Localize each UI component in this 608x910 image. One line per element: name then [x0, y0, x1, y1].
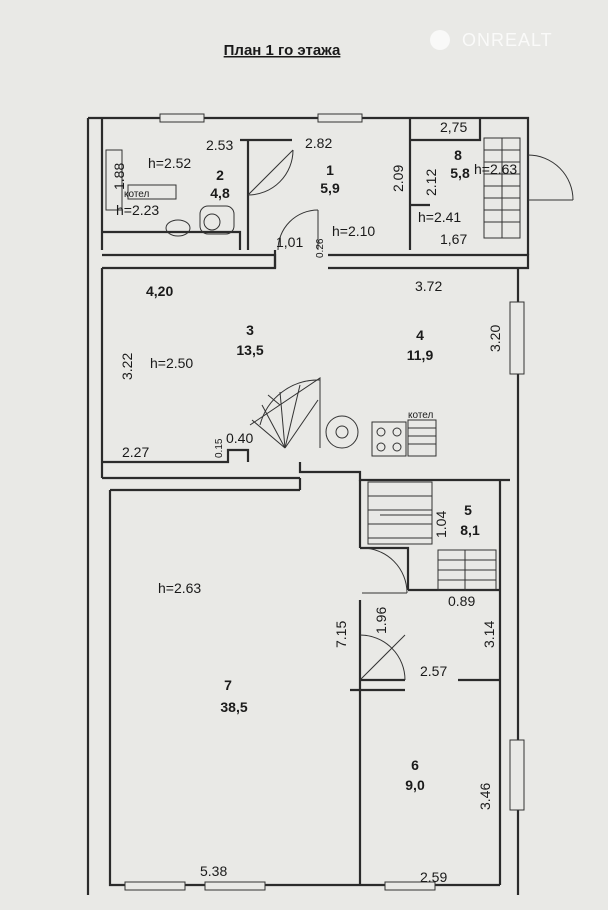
boiler-label-kitchen: котел [408, 410, 434, 421]
room-4-area: 11,9 [407, 347, 434, 363]
stair-top-right [483, 137, 521, 239]
room-6-number: 6 [411, 757, 419, 773]
dim-1-96: 1.96 [373, 607, 389, 634]
room-8-area: 5,8 [450, 165, 470, 181]
bathroom-fixtures [105, 149, 235, 237]
room-1-area: 5,9 [320, 180, 340, 196]
room-8-number: 8 [454, 147, 462, 163]
room-3-area: 13,5 [236, 342, 263, 358]
room-7-number: 7 [224, 677, 232, 693]
height-bathroom: h=2.23 [116, 202, 159, 218]
dim-0-26: 0.26 [315, 238, 326, 258]
room-1-number: 1 [326, 162, 334, 178]
dim-4-20: 4,20 [146, 283, 173, 299]
dim-7-15: 7.15 [333, 621, 349, 648]
room-6-area: 9,0 [405, 777, 425, 793]
height-closet: h=2.41 [418, 209, 461, 225]
height-room-2: h=2.52 [148, 155, 191, 171]
dim-2-27: 2.27 [122, 444, 149, 460]
dimension-labels: 2.53 1.88 2.82 2.09 2,75 2.12 1,67 1,01 … [111, 119, 503, 885]
dim-2-53: 2.53 [206, 137, 233, 153]
stair-hall-5 [367, 481, 497, 591]
room-2-number: 2 [216, 167, 224, 183]
room-7-area: 38,5 [220, 699, 247, 715]
dim-3-22: 3.22 [119, 353, 135, 380]
dim-3-46: 3.46 [477, 783, 493, 810]
dim-5-38: 5.38 [200, 863, 227, 879]
room-5-area: 8,1 [460, 522, 480, 538]
dim-3-72: 3.72 [415, 278, 442, 294]
dim-3-14: 3.14 [481, 621, 497, 648]
spiral-stair [249, 377, 321, 449]
dim-1-04: 1.04 [433, 511, 449, 538]
ceiling-heights: h=2.52 h=2.23 h=2.10 h=2.63 h=2.41 h=2.5… [116, 155, 517, 596]
doors [247, 149, 574, 681]
room-4-number: 4 [416, 327, 424, 343]
dim-2-59: 2.59 [420, 869, 447, 885]
room-labels: 1 5,9 2 4,8 3 13,5 4 11,9 5 8,1 6 9,0 7 … [210, 147, 480, 793]
windows [124, 113, 525, 891]
dim-0-15: 0.15 [214, 438, 225, 458]
boiler-label-bathroom: котел [124, 189, 150, 200]
dim-0-40: 0.40 [226, 430, 253, 446]
dim-2-57: 2.57 [420, 663, 447, 679]
dim-2-82: 2.82 [305, 135, 332, 151]
dim-1-88: 1.88 [111, 163, 127, 190]
watermark-logo: ONREALT [430, 30, 553, 50]
height-room-8: h=2.63 [474, 161, 517, 177]
kitchen-fixtures [325, 415, 437, 457]
room-3-number: 3 [246, 322, 254, 338]
dim-0-89: 0.89 [448, 593, 475, 609]
dim-2-09: 2.09 [390, 165, 406, 192]
height-room-3: h=2.50 [150, 355, 193, 371]
dim-2-75: 2,75 [440, 119, 467, 135]
height-room-7: h=2.63 [158, 580, 201, 596]
room-5-number: 5 [464, 502, 472, 518]
plan-title: План 1 го этажа [224, 42, 341, 59]
dim-1-01: 1,01 [276, 234, 303, 250]
dim-1-67: 1,67 [440, 231, 467, 247]
dim-3-20: 3.20 [487, 325, 503, 352]
dim-2-12: 2.12 [423, 169, 439, 196]
room-2-area: 4,8 [210, 185, 230, 201]
height-room-1: h=2.10 [332, 223, 375, 239]
watermark-text: ONREALT [462, 30, 553, 50]
